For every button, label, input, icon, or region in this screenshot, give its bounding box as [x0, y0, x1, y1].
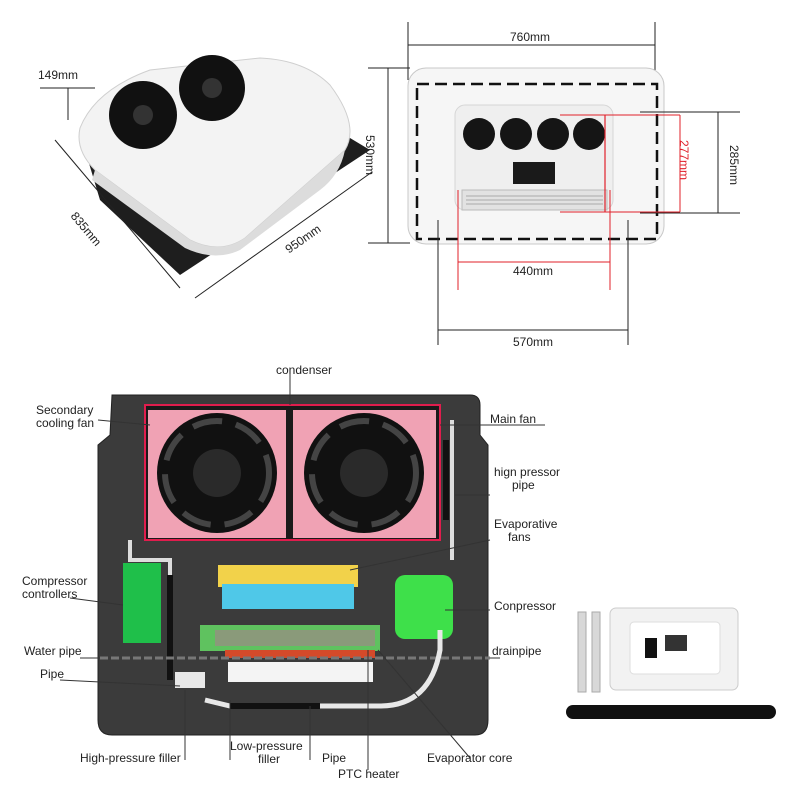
low-pressure-pipe — [204, 630, 443, 709]
fan-left-hub — [133, 105, 153, 125]
compressor-controller — [123, 563, 161, 643]
label-main-fan: Main fan — [490, 412, 537, 426]
ptc-heater — [225, 650, 375, 658]
label-secondary-fan-1: Secondary — [36, 403, 94, 417]
vent-3 — [537, 118, 569, 150]
seal-strip — [566, 705, 776, 719]
dim-line-depth — [54, 139, 181, 289]
dim-440: 440mm — [513, 264, 554, 278]
evaporative-fans — [218, 565, 358, 587]
internal-layout — [97, 394, 490, 736]
mount-outline — [415, 82, 659, 241]
dim-530: 530mm — [363, 134, 378, 176]
vent-2 — [500, 118, 532, 150]
label-pipe-bottom: Pipe — [322, 751, 347, 765]
label-comp-ctrl-1: Compressor — [22, 574, 88, 588]
unit-shell-shade — [92, 150, 345, 256]
label-evap-fans-2: fans — [508, 530, 531, 544]
control-panel — [513, 162, 555, 184]
label-water-pipe: Water pipe — [24, 644, 82, 658]
label-high-pipe-2: pipe — [512, 478, 535, 492]
label-compressor: Conpressor — [494, 599, 557, 613]
dim-760: 760mm — [510, 30, 551, 44]
dim-149: 149mm — [38, 68, 79, 82]
fan-right-hub — [202, 78, 222, 98]
callout-lines — [59, 372, 545, 770]
dim-570: 570mm — [513, 335, 554, 349]
label-secondary-fan-2: cooling fan — [36, 416, 95, 430]
dim-285: 285mm — [727, 144, 742, 186]
bracket-1 — [577, 611, 587, 693]
label-pipe-left: Pipe — [40, 667, 65, 681]
label-comp-ctrl-2: controllers — [22, 587, 78, 601]
compressor — [395, 575, 453, 639]
label-drainpipe: drainpipe — [492, 644, 542, 658]
dim-277: 277mm — [677, 139, 692, 181]
vent-1 — [463, 118, 495, 150]
dim-line-width — [194, 171, 373, 299]
bracket-2 — [591, 611, 601, 693]
label-low-filler-2: filler — [258, 752, 281, 766]
label-ptc-heater: PTC heater — [338, 767, 400, 781]
accessories — [566, 607, 776, 719]
unit-3d-view — [40, 55, 373, 299]
label-evap-fans-1: Evaporative — [494, 517, 558, 531]
label-high-pipe-1: hign pressor — [494, 465, 561, 479]
label-condenser: condenser — [276, 363, 333, 377]
label-high-filler: High-pressure filler — [80, 751, 181, 765]
unit-top-view — [368, 22, 740, 345]
filler — [175, 672, 205, 688]
vent-4 — [573, 118, 605, 150]
label-evap-core: Evaporator core — [427, 751, 513, 765]
label-low-filler-1: Low-pressure — [230, 739, 303, 753]
